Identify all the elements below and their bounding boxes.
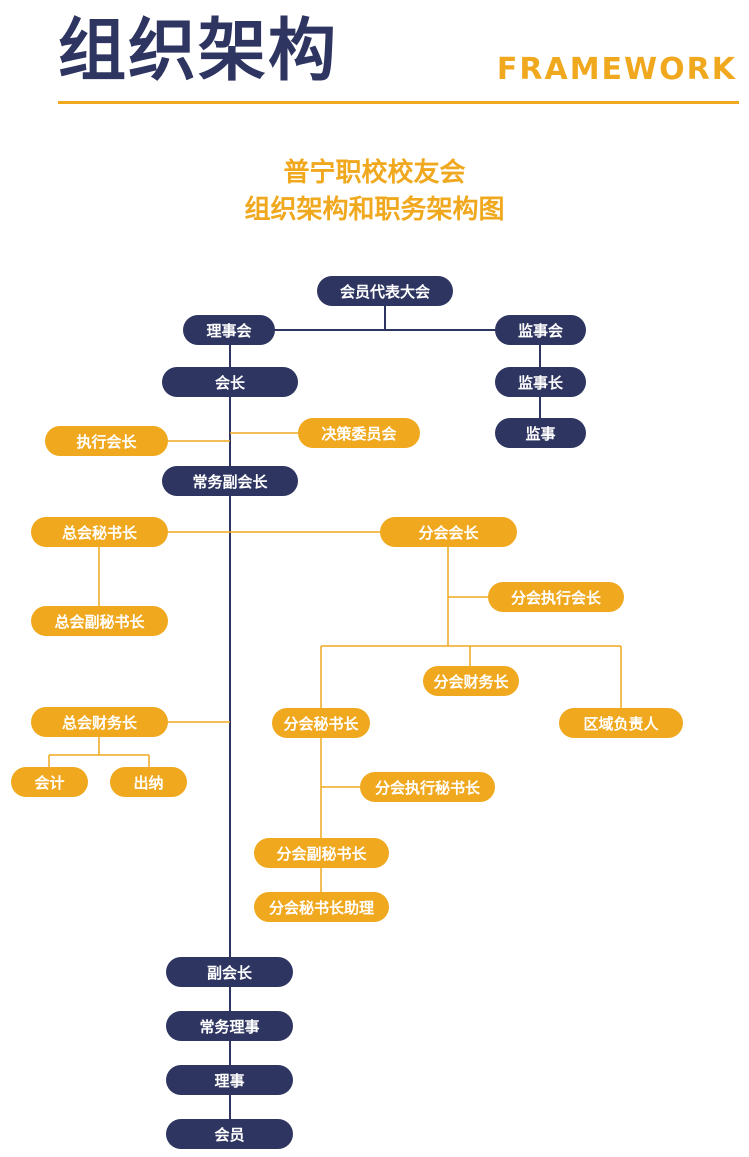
node-branch-president: 分会会长: [380, 517, 517, 547]
node-deputy-secretary-general: 总会副秘书长: [31, 606, 168, 636]
node-treasurer: 总会财务长: [31, 707, 168, 737]
node-supervisor: 监事: [495, 418, 586, 448]
node-member: 会员: [166, 1119, 293, 1149]
node-executive-director: 常务理事: [166, 1011, 293, 1041]
chart-title-line2: 组织架构和职务架构图: [244, 195, 505, 225]
node-branch-deputy-secretary: 分会副秘书长: [254, 838, 389, 868]
node-general-assembly: 会员代表大会: [317, 276, 453, 306]
node-cashier: 出纳: [110, 767, 187, 797]
node-accountant: 会计: [11, 767, 88, 797]
node-branch-executive-president: 分会执行会长: [488, 582, 624, 612]
node-decision-committee: 决策委员会: [298, 418, 420, 448]
node-branch-treasurer: 分会财务长: [423, 666, 519, 696]
page-subtitle: FRAMEWORK: [496, 52, 737, 87]
node-executive-vice-president: 常务副会长: [162, 466, 298, 496]
node-regional-leader: 区域负责人: [559, 708, 683, 738]
header-divider: [58, 101, 739, 104]
node-supervisory-board: 监事会: [495, 315, 586, 345]
node-branch-secretary-general: 分会秘书长: [272, 708, 370, 738]
node-president: 会长: [162, 367, 298, 397]
node-vice-president: 副会长: [166, 957, 293, 987]
page-title: 组织架构: [58, 12, 339, 91]
node-branch-executive-secretary: 分会执行秘书长: [360, 772, 495, 802]
chart-title-line1: 普宁职校校友会: [283, 158, 466, 188]
node-chief-supervisor: 监事长: [495, 367, 586, 397]
node-executive-president: 执行会长: [45, 426, 168, 456]
node-branch-secretary-assistant: 分会秘书长助理: [254, 892, 389, 922]
node-secretary-general: 总会秘书长: [31, 517, 168, 547]
node-council: 理事会: [183, 315, 275, 345]
node-director: 理事: [166, 1065, 293, 1095]
